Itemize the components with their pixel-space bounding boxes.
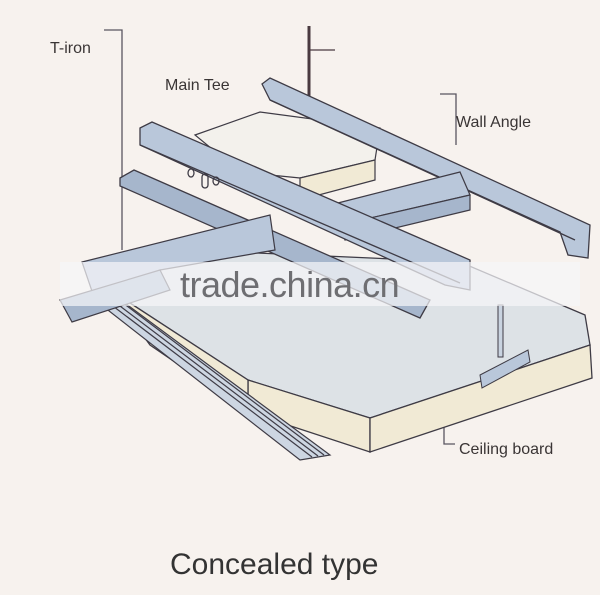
diagram-title: Concealed type bbox=[170, 548, 379, 581]
wall-angle bbox=[261, 77, 591, 259]
t-iron-leader bbox=[104, 29, 123, 250]
label-main-tee: Main Tee bbox=[165, 77, 230, 94]
wall-angle-leader bbox=[440, 93, 457, 145]
watermark-band bbox=[60, 262, 580, 306]
watermark-text: trade.china.cn bbox=[180, 264, 400, 305]
label-t-iron: T-iron bbox=[50, 40, 91, 57]
hanger-rod-icon bbox=[307, 26, 335, 98]
label-ceiling-board: Ceiling board bbox=[459, 441, 554, 458]
label-wall-angle: Wall Angle bbox=[456, 114, 531, 131]
t-iron bbox=[93, 291, 332, 461]
